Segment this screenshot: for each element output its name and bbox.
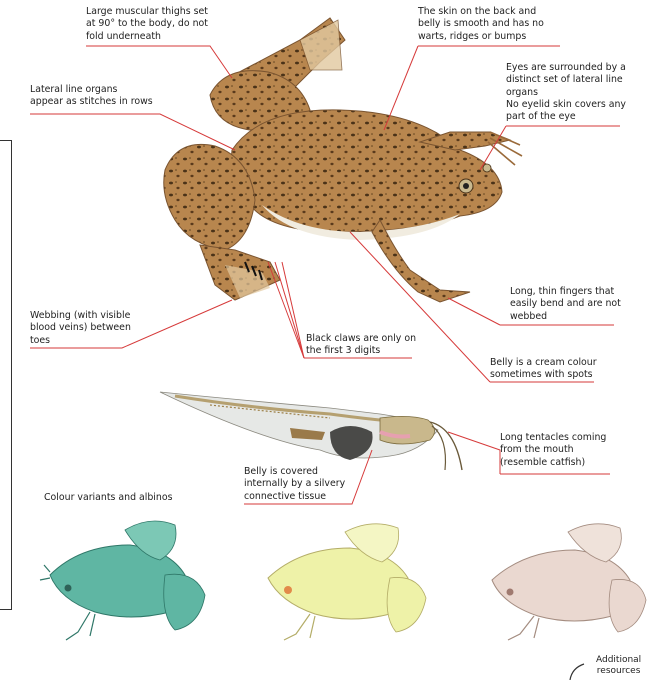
albino-yellow-frog-variant <box>268 524 426 640</box>
label-belly-cream: Belly is a cream coloursometimes with sp… <box>490 357 597 382</box>
tadpole-illustration <box>160 392 462 470</box>
label-skin: The skin on the back andbelly is smooth … <box>418 6 544 43</box>
label-eyes: Eyes are surrounded by adistinct set of … <box>506 62 626 123</box>
green-frog-variant <box>40 521 205 640</box>
label-fingers: Long, thin fingers thateasily bend and a… <box>510 286 621 323</box>
label-thighs: Large muscular thighs setat 90° to the b… <box>86 6 208 43</box>
label-tentacles: Long tentacles comingfrom the mouth(rese… <box>500 432 606 469</box>
curved-arrow-icon <box>570 664 584 680</box>
label-colour-variants: Colour variants and albinos <box>44 492 172 504</box>
label-lateral-line: Lateral line organsappear as stitches in… <box>30 84 153 109</box>
pale-pink-frog-variant <box>492 524 646 640</box>
label-webbing: Webbing (with visibleblood veins) betwee… <box>30 310 131 347</box>
label-belly-silvery: Belly is coveredinternally by a silveryc… <box>244 466 345 503</box>
adult-frog-illustration <box>164 18 522 302</box>
label-claws: Black claws are only onthe first 3 digit… <box>306 333 416 358</box>
additional-resources-link[interactable]: Additionalresources <box>596 655 641 677</box>
